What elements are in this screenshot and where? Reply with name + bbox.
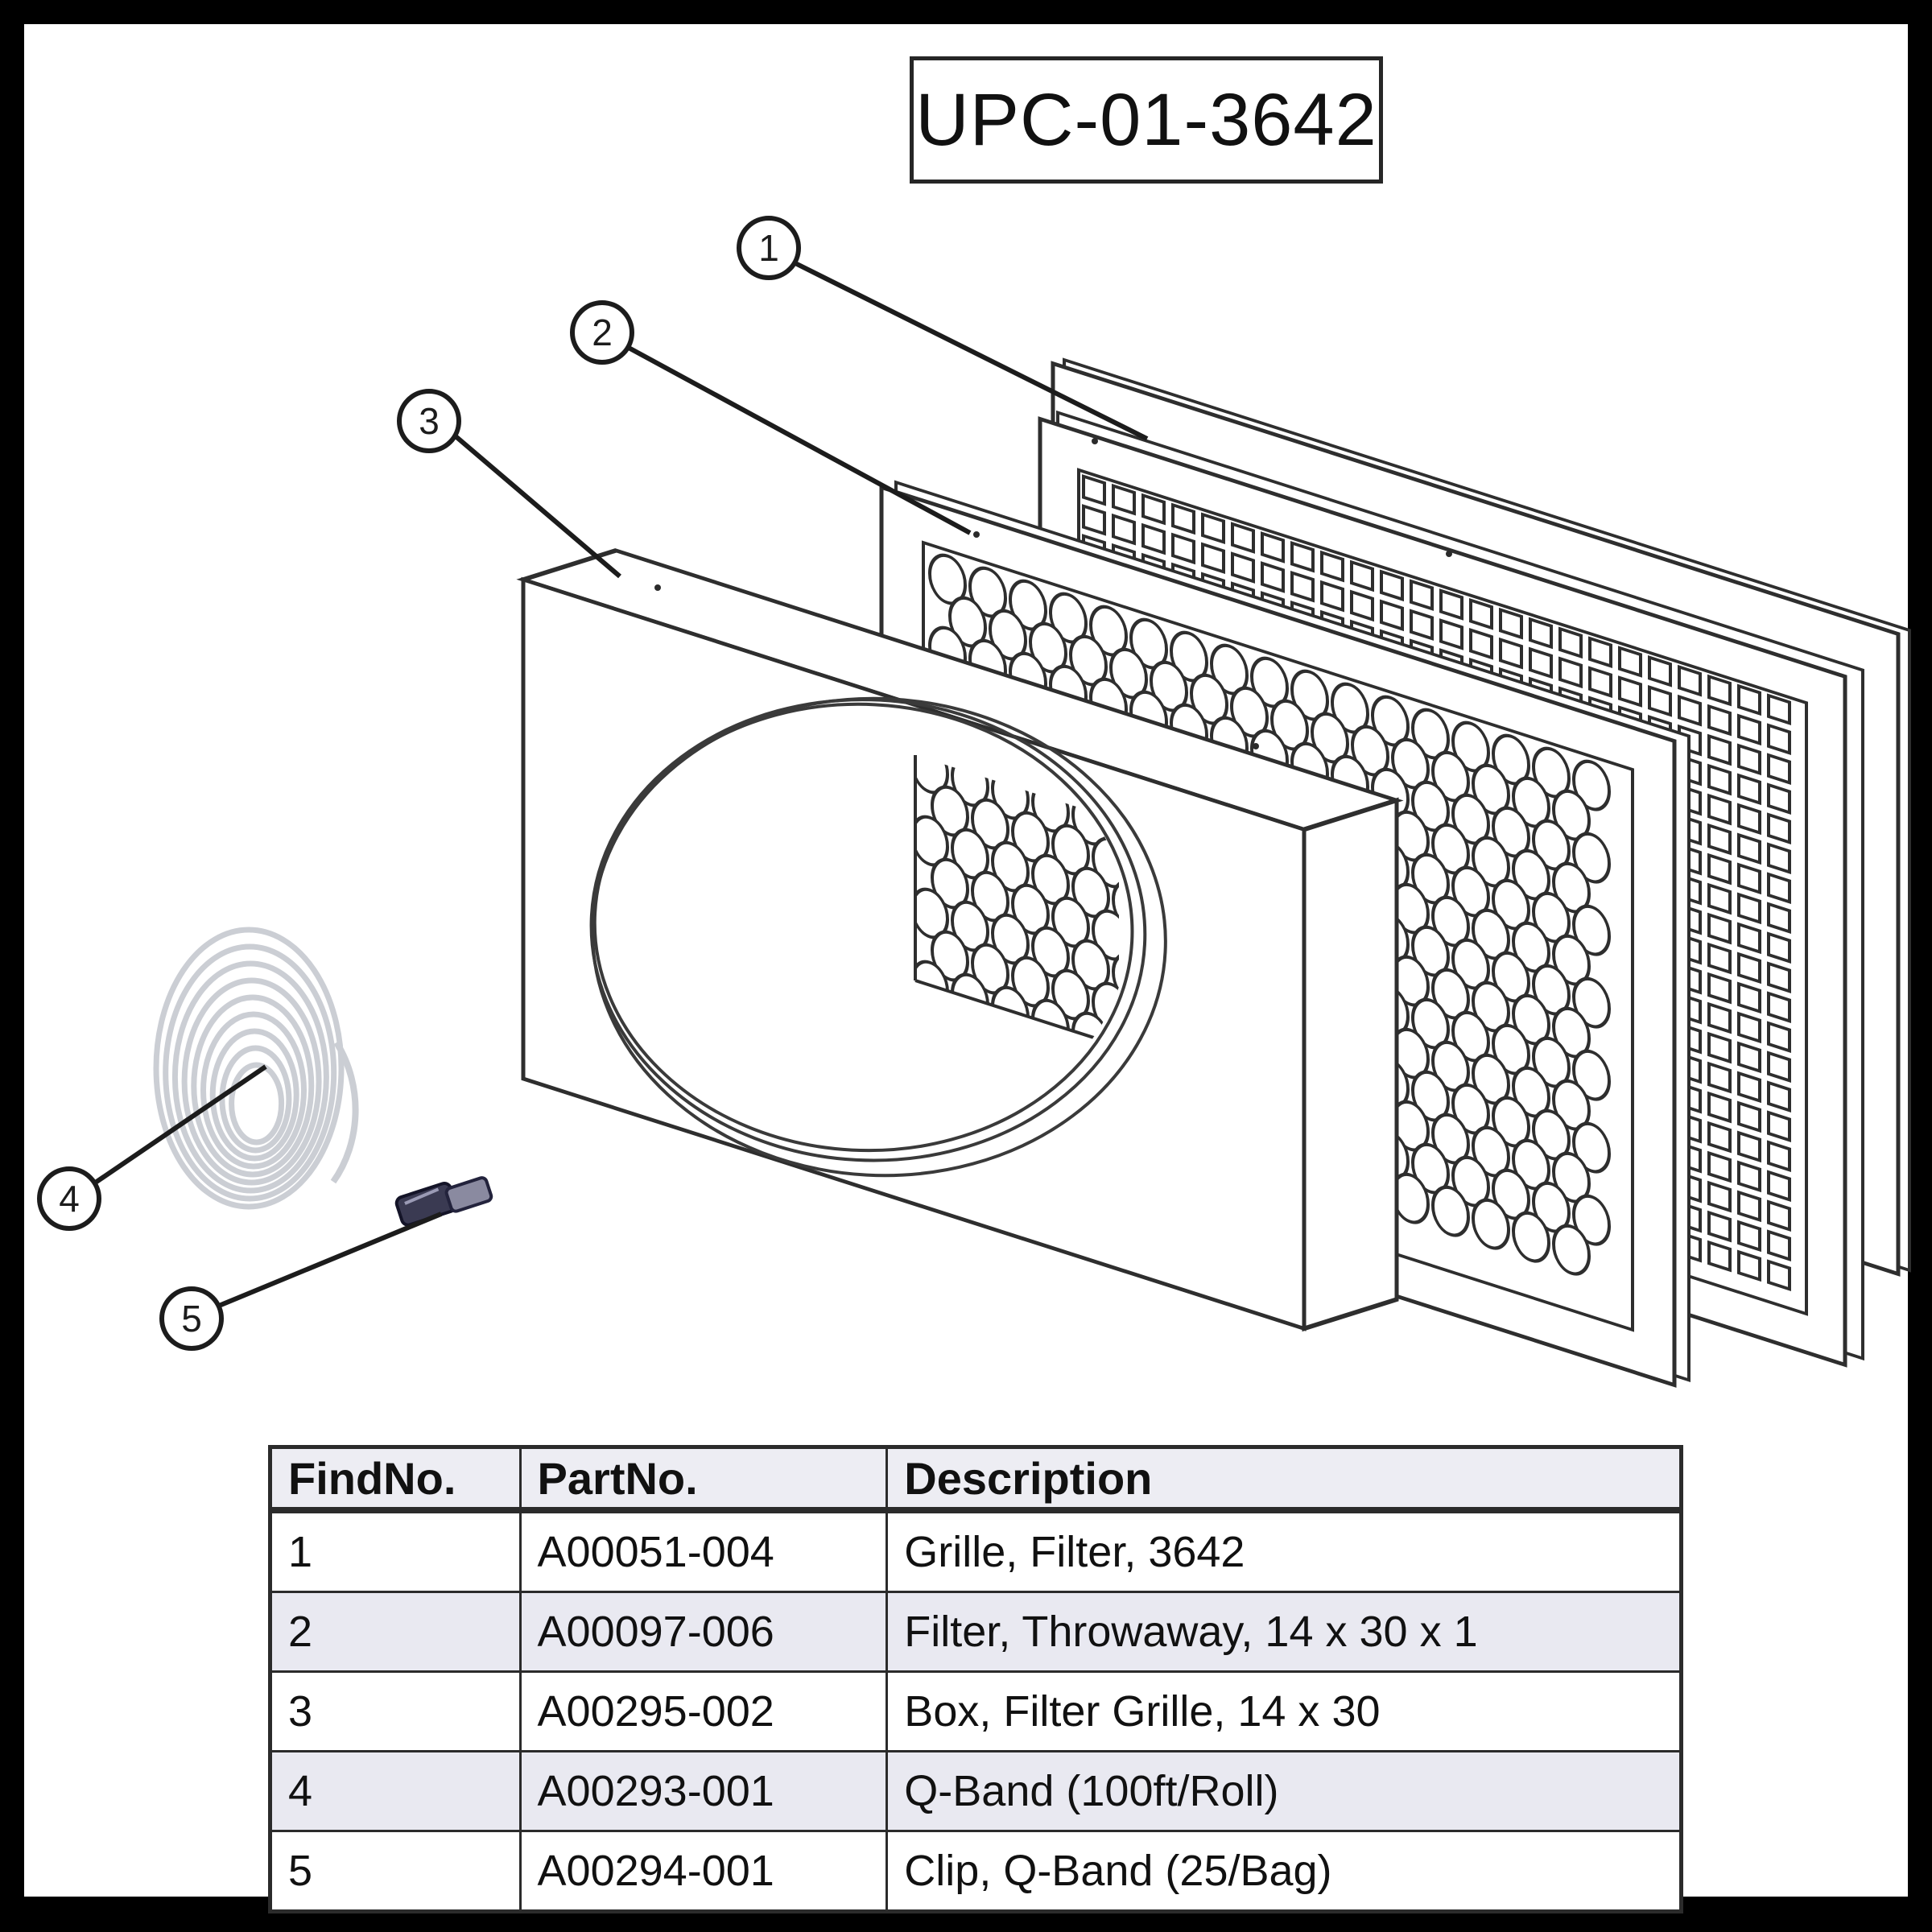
table-row: 2 A00097-006 Filter, Throwaway, 14 x 30 …: [269, 1591, 1682, 1673]
callout-2-number: 2: [592, 312, 613, 353]
cell-find-no: 1: [269, 1509, 522, 1593]
page-title: UPC-01-3642: [915, 78, 1377, 161]
parts-table: FindNo. PartNo. Description 1 A00051-004…: [268, 1445, 1683, 1913]
callout-4-circle: [37, 1166, 101, 1231]
assembly-group: [516, 357, 1911, 1388]
cell-find-no: 4: [269, 1750, 522, 1832]
callout-3-circle: [397, 389, 461, 453]
cell-description: Q-Band (100ft/Roll): [886, 1750, 1682, 1832]
cell-part-no: A00051-004: [518, 1509, 889, 1593]
header-find-no: FindNo.: [269, 1446, 522, 1513]
callout-4: 4: [37, 1064, 267, 1231]
cell-part-no: A00097-006: [518, 1591, 889, 1673]
cell-description: Grille, Filter, 3642: [886, 1509, 1682, 1593]
cell-find-no: 5: [269, 1830, 522, 1913]
callout-1-number: 1: [758, 227, 779, 269]
callout-2-circle: [570, 300, 634, 365]
table-row: 1 A00051-004 Grille, Filter, 3642: [269, 1509, 1682, 1593]
screw-hole-dots: [654, 438, 1452, 749]
callout-5-number: 5: [181, 1298, 202, 1340]
header-part-no: PartNo.: [518, 1446, 889, 1513]
cell-part-no: A00294-001: [518, 1830, 889, 1913]
callout-1-circle: [737, 216, 801, 280]
cell-description: Clip, Q-Band (25/Bag): [886, 1830, 1682, 1913]
cell-description: Box, Filter Grille, 14 x 30: [886, 1670, 1682, 1752]
callout-3-number: 3: [419, 400, 440, 442]
callout-4-number: 4: [59, 1178, 80, 1220]
q-band-coil: [153, 927, 359, 1210]
title-box: UPC-01-3642: [910, 56, 1383, 184]
duct-collar: [589, 696, 1167, 1178]
callouts: 1 2 3 4 5: [37, 216, 1149, 1351]
table-row: 5 A00294-001 Clip, Q-Band (25/Bag): [269, 1830, 1682, 1913]
callout-3: 3: [397, 389, 621, 579]
cell-find-no: 3: [269, 1670, 522, 1752]
table-row: 4 A00293-001 Q-Band (100ft/Roll): [269, 1750, 1682, 1832]
cell-part-no: A00295-002: [518, 1670, 889, 1752]
coil-loops: [153, 927, 345, 1210]
header-description: Description: [886, 1446, 1682, 1513]
q-band-clip: [394, 1176, 493, 1227]
callout-1: 1: [737, 216, 1149, 441]
table-row: 3 A00295-002 Box, Filter Grille, 14 x 30: [269, 1670, 1682, 1752]
table-header-row: FindNo. PartNo. Description: [269, 1446, 1682, 1513]
coil-tail: [330, 1040, 359, 1184]
cell-find-no: 2: [269, 1591, 522, 1673]
callout-5: 5: [159, 1212, 443, 1351]
cell-description: Filter, Throwaway, 14 x 30 x 1: [886, 1591, 1682, 1673]
callout-5-circle: [159, 1286, 224, 1351]
cell-part-no: A00293-001: [518, 1750, 889, 1832]
callout-2: 2: [570, 300, 972, 535]
